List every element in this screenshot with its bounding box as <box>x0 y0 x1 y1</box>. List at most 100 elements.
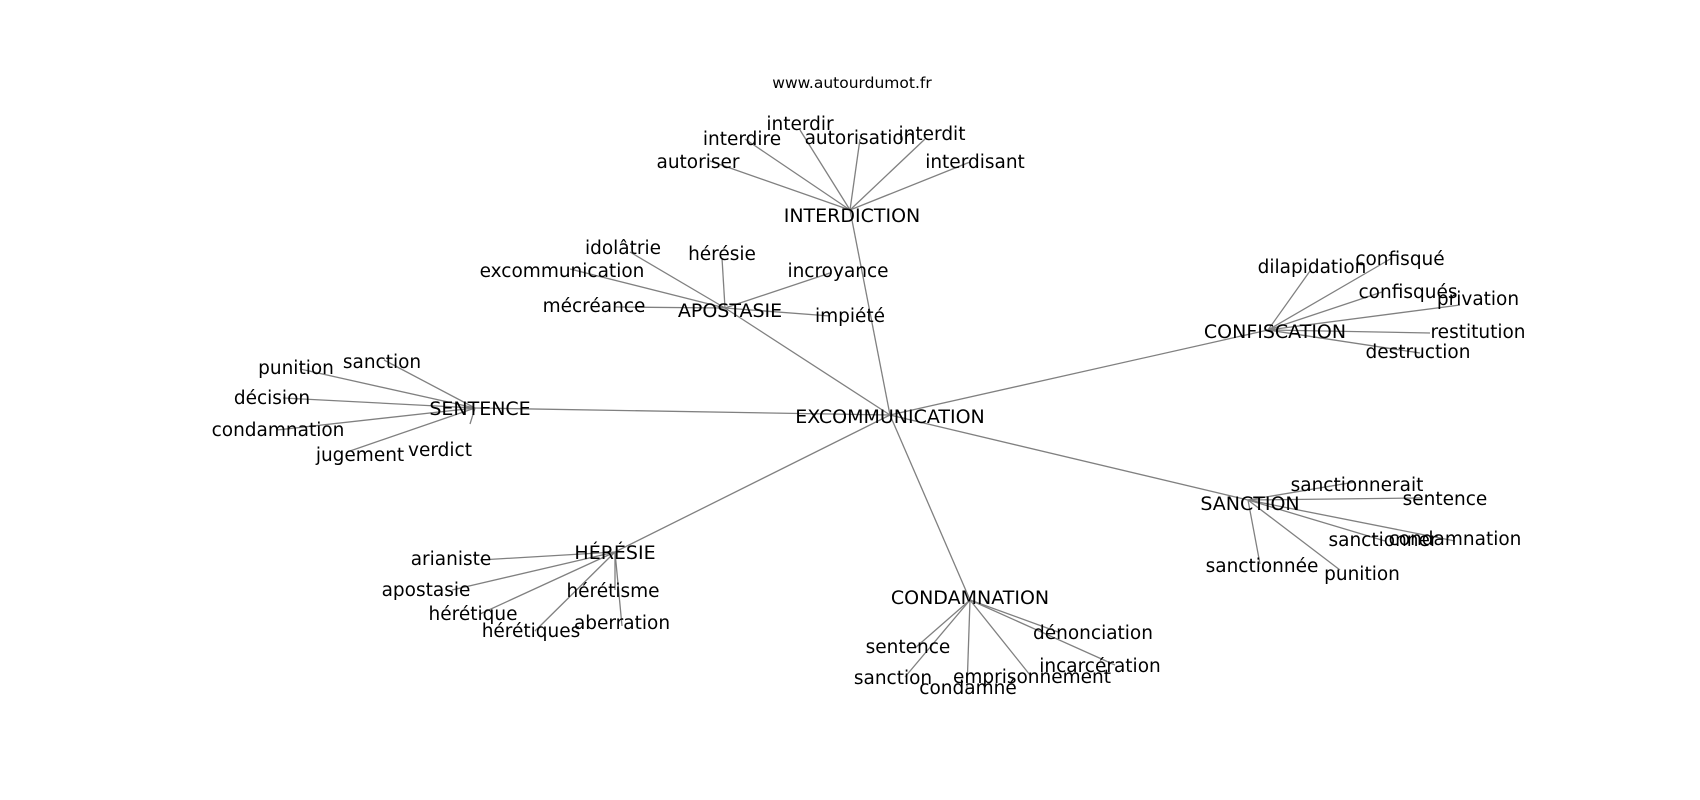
edge-apostasie-word-0 <box>629 251 726 309</box>
word-node-label-heresie-5[interactable]: aberration <box>574 613 670 634</box>
word-node-label-interdiction-2[interactable]: interdir <box>766 114 834 135</box>
edge-sanction-word-2 <box>1247 499 1386 542</box>
word-node-label-interdiction-5[interactable]: interdisant <box>925 152 1025 173</box>
word-node-label-interdiction-4[interactable]: interdit <box>899 124 966 145</box>
edge-sentence-word-2 <box>282 397 476 409</box>
edge-heresie-word-0 <box>479 551 616 561</box>
edge-sanction-word-5 <box>1247 499 1341 571</box>
word-node-label-confiscation-1[interactable]: confisqué <box>1355 249 1444 270</box>
edge-sentence-word-5 <box>469 407 476 425</box>
edge-apostasie-word-5 <box>724 307 831 317</box>
edge-sentence-word-3 <box>276 407 476 431</box>
edge-center-sanction <box>889 414 1249 501</box>
edge-interdiction-word-0 <box>709 160 851 211</box>
edge-sentence-word-1 <box>383 359 476 409</box>
edge-center-condamnation <box>889 414 971 601</box>
word-node-label-apostasie-4[interactable]: incroyance <box>787 261 888 282</box>
edge-interdiction-word-1 <box>744 138 851 211</box>
word-node-label-sanction-5[interactable]: punition <box>1324 564 1400 585</box>
word-node-label-sentence-0[interactable]: punition <box>258 358 334 379</box>
word-node-label-sentence-3[interactable]: condamnation <box>212 420 345 441</box>
hub-node-label-apostasie[interactable]: APOSTASIE <box>678 300 782 322</box>
edge-confiscation-word-0 <box>1267 270 1311 331</box>
word-node-label-interdiction-3[interactable]: autorisation <box>805 128 916 149</box>
word-node-label-sentence-4[interactable]: jugement <box>315 445 404 466</box>
word-node-label-sanction-3[interactable]: condamnation <box>1389 529 1522 550</box>
word-node-label-heresie-3[interactable]: hérétiques <box>482 621 581 642</box>
edge-interdiction-word-4 <box>849 138 926 211</box>
edge-apostasie-word-3 <box>721 257 726 309</box>
word-node-label-confiscation-4[interactable]: restitution <box>1430 322 1525 343</box>
hub-node-label-sanction[interactable]: SANCTION <box>1200 493 1299 515</box>
edge-heresie-word-5 <box>614 551 623 627</box>
hub-node-label-heresie[interactable]: HÉRÉSIE <box>574 541 655 564</box>
word-node-label-confiscation-0[interactable]: dilapidation <box>1258 257 1367 278</box>
word-node-label-condamnation-4[interactable]: dénonciation <box>1033 623 1153 644</box>
edge-center-interdiction <box>849 209 891 416</box>
word-node-label-confiscation-5[interactable]: destruction <box>1366 342 1471 363</box>
word-node-label-sanction-1[interactable]: sentence <box>1403 489 1488 510</box>
edge-confiscation-word-2 <box>1267 291 1383 331</box>
hub-node-label-sentence[interactable]: SENTENCE <box>429 398 530 420</box>
edge-interdiction-word-5 <box>849 161 971 211</box>
word-node-label-interdiction-1[interactable]: interdire <box>703 129 781 150</box>
edge-center-sentence <box>474 407 891 416</box>
word-node-label-apostasie-5[interactable]: impiété <box>815 306 885 327</box>
edge-condamnation-word-5 <box>969 599 1116 666</box>
word-node-label-heresie-0[interactable]: arianiste <box>411 549 492 570</box>
word-node-label-interdiction-0[interactable]: autoriser <box>656 152 739 173</box>
edge-sanction-word-3 <box>1247 499 1456 542</box>
word-node-label-sentence-1[interactable]: sanction <box>343 352 421 373</box>
edge-heresie-word-3 <box>534 551 616 632</box>
word-node-label-heresie-2[interactable]: hérétique <box>429 604 518 625</box>
word-node-label-confiscation-3[interactable]: privation <box>1437 289 1519 310</box>
word-node-label-condamnation-3[interactable]: emprisonnement <box>953 667 1111 688</box>
word-node-label-apostasie-0[interactable]: idolâtrie <box>585 238 661 259</box>
edge-interdiction-word-2 <box>799 129 851 211</box>
edge-condamnation-word-2 <box>966 599 971 690</box>
edge-confiscation-word-4 <box>1267 329 1431 334</box>
word-node-label-heresie-1[interactable]: apostasie <box>382 580 471 601</box>
word-node-label-apostasie-3[interactable]: hérésie <box>688 244 756 265</box>
word-node-label-heresie-4[interactable]: hérétisme <box>566 581 659 602</box>
edge-confiscation-word-5 <box>1267 329 1421 354</box>
word-node-label-condamnation-2[interactable]: condamné <box>919 678 1016 699</box>
edge-sanction-word-0 <box>1247 481 1356 501</box>
word-node-label-condamnation-5[interactable]: incarcération <box>1039 656 1161 677</box>
word-node-label-condamnation-0[interactable]: sentence <box>866 637 951 658</box>
graph-labels: EXCOMMUNICATION INTERDICTIONautoriserint… <box>212 114 1526 699</box>
hub-node-label-interdiction[interactable]: INTERDICTION <box>784 205 921 227</box>
hub-node-label-confiscation[interactable]: CONFISCATION <box>1204 321 1346 343</box>
word-node-label-sentence-2[interactable]: décision <box>234 388 310 409</box>
word-node-label-confiscation-2[interactable]: confisqués <box>1359 282 1458 303</box>
word-node-label-sanction-2[interactable]: sanctionner <box>1328 530 1437 551</box>
edge-confiscation-word-1 <box>1267 257 1393 331</box>
edge-apostasie-word-2 <box>614 306 726 309</box>
graph-edges <box>276 129 1461 690</box>
edge-sanction-word-1 <box>1247 497 1421 501</box>
edge-condamnation-word-1 <box>904 599 971 678</box>
edge-apostasie-word-1 <box>569 268 726 309</box>
word-node-label-sanction-4[interactable]: sanctionnée <box>1206 556 1319 577</box>
edge-apostasie-word-4 <box>724 272 831 309</box>
word-node-label-apostasie-1[interactable]: excommunication <box>480 261 645 282</box>
word-node-label-sanction-0[interactable]: sanctionnerait <box>1291 475 1424 496</box>
edge-center-confiscation <box>889 329 1269 416</box>
edge-sentence-word-4 <box>349 407 476 452</box>
edge-interdiction-word-3 <box>849 138 861 211</box>
edge-heresie-word-1 <box>451 551 616 591</box>
edge-condamnation-word-0 <box>914 599 971 649</box>
edge-center-heresie <box>614 414 891 553</box>
word-node-label-sentence-5[interactable]: verdict <box>408 440 472 461</box>
word-node-label-condamnation-1[interactable]: sanction <box>854 668 932 689</box>
word-node-label-apostasie-2[interactable]: mécréance <box>543 296 646 317</box>
site-label: www.autourdumot.fr <box>772 74 932 92</box>
center-node-label[interactable]: EXCOMMUNICATION <box>795 406 985 428</box>
edge-confiscation-word-3 <box>1267 304 1461 331</box>
edge-center-apostasie <box>724 307 891 416</box>
edge-sanction-word-4 <box>1247 499 1261 565</box>
edge-condamnation-word-4 <box>969 599 1059 633</box>
edge-sentence-word-0 <box>299 368 476 409</box>
hub-node-label-condamnation[interactable]: CONDAMNATION <box>891 587 1049 609</box>
